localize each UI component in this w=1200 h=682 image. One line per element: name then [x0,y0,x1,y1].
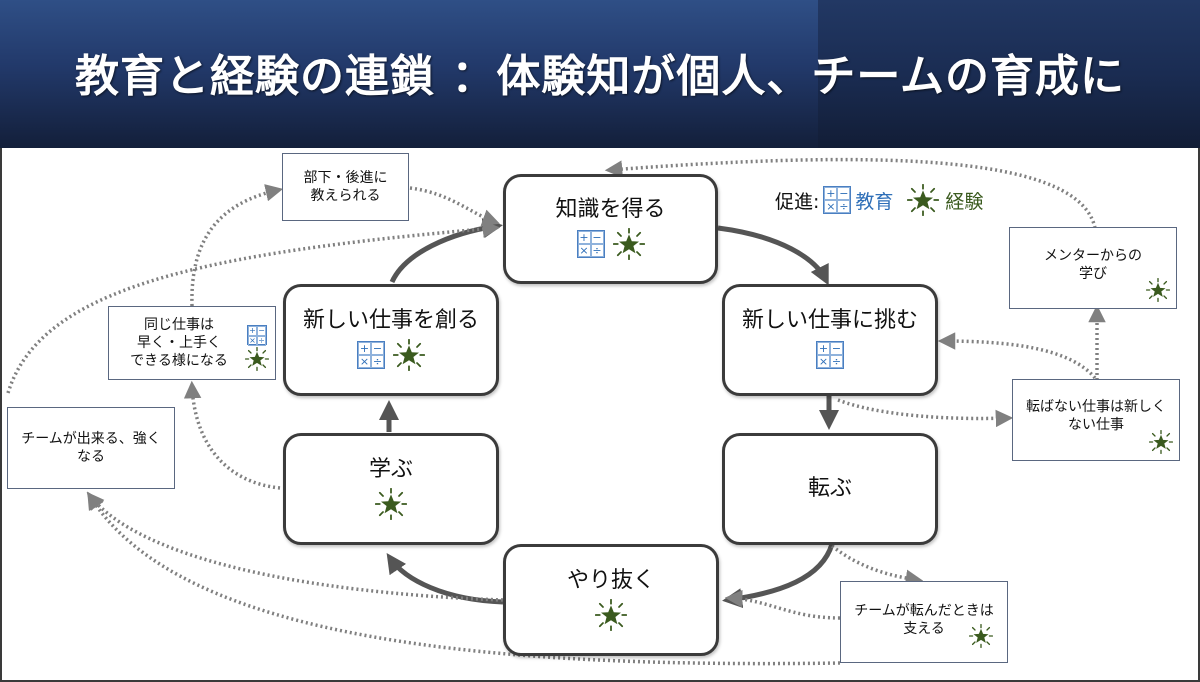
note-icons [1146,278,1170,302]
dotted-arrow-through-to-team [86,491,504,602]
cycle-arrow-knowledge-to-challenge [717,225,829,286]
legend-experience-label: 経験 [945,190,984,213]
calculator-icon: +−×÷ [357,341,385,370]
note-text: メンターからの 学び [1044,247,1142,282]
legend-prefix: 促進: [775,190,820,213]
dotted-arrow-team-to-knowledge [6,220,501,394]
note-icons [969,624,993,648]
slide-title: 教育と経験の連鎖 ：体験知が個人、チームの育成に [75,51,1125,102]
calculator-icon: +−×÷ [816,341,844,370]
cycle-node-see-it-through: やり抜く [503,544,719,656]
note-team-support: チームが転んだときは 支える [840,581,1008,663]
dotted-arrow-learn-to-faster [183,380,281,490]
star-burst-icon [245,347,269,371]
calculator-icon: + − × ÷ [823,186,852,214]
node-label: 転ぶ [807,475,852,501]
dotted-arrow-support-to-team [87,491,841,666]
diagram-canvas: 促進: + − × ÷ 教育 経験 知識を得る +−×÷ 新しい仕事に挑む [0,148,1200,682]
star-burst-icon [969,624,993,648]
times-symbol: × [824,200,838,213]
note-icons: +−×÷ [245,325,269,371]
star-burst-icon [393,339,425,372]
dotted-arrow-nostumble-to-challenge [937,332,1097,380]
note-text: チームが出来る、強く なる [21,430,161,465]
node-label: 学ぶ [368,456,413,482]
note-text: 部下・後進に 教えられる [303,169,388,204]
node-icons: +−×÷ [816,339,844,371]
cycle-node-learn: 学ぶ [283,433,499,545]
cycle-arrow-create-to-knowledge [389,218,503,284]
node-icons [595,599,627,632]
cycle-node-take-on-new-work: 新しい仕事に挑む +−×÷ [722,284,938,396]
node-label: やり抜く [566,567,655,593]
divide-symbol: ÷ [837,200,851,213]
star-burst-icon [907,184,940,216]
note-text: 同じ仕事は 早く・上手く できる様になる [130,316,228,370]
dotted-arrow-mentor-to-knowledge [604,157,1097,229]
node-icons [375,488,407,521]
dotted-arrow-support-to-through [724,589,841,620]
cycle-node-create-new-work: 新しい仕事を創る +−×÷ [283,284,499,396]
node-icons: +−×÷ [357,339,425,372]
node-icons: +−×÷ [576,228,645,261]
connector-layer [6,157,1106,666]
star-burst-icon [1146,278,1170,302]
node-label: 新しい仕事に挑む [741,307,918,333]
star-burst-icon [375,488,407,521]
header-shade [818,0,1200,148]
calculator-icon: +−×÷ [247,325,267,346]
star-burst-icon [1149,430,1173,454]
node-label: 知識を得る [555,196,666,222]
note-icons [1149,430,1173,454]
legend: 促進: + − × ÷ 教育 経験 [775,184,983,216]
minus-symbol: − [837,187,851,200]
dotted-arrow-faster-to-teach [190,184,284,307]
star-burst-icon [612,228,645,261]
note-teach-juniors: 部下・後進に 教えられる [282,153,409,221]
plus-symbol: + [824,187,838,200]
node-label: 新しい仕事を創る [302,307,479,333]
slide-header: 教育と経験の連鎖 ：体験知が個人、チームの育成に [0,0,1200,148]
cycle-node-gain-knowledge: 知識を得る +−×÷ [503,174,718,284]
note-faster-better: 同じ仕事は 早く・上手く できる様になる +−×÷ [108,306,276,380]
note-team-stronger: チームが出来る、強く なる [7,407,175,489]
cycle-arrow-stumble-to-through [722,543,835,609]
note-no-stumble-not-new: 転ばない仕事は新しく ない仕事 [1012,379,1180,461]
dotted-arrow-teach-to-knowledge [409,186,500,227]
legend-education-label: 教育 [855,190,894,213]
dotted-arrow-stumble-to-support [830,544,924,587]
star-burst-icon [595,599,627,632]
dotted-arrow-challenge-to-nostumble [837,398,1014,428]
cycle-node-stumble: 転ぶ [722,433,938,545]
note-learn-from-mentor: メンターからの 学び [1009,227,1177,309]
calculator-icon: +−×÷ [576,230,605,259]
note-text: チームが転んだときは 支える [854,602,994,637]
note-text: 転ばない仕事は新しく ない仕事 [1026,398,1166,433]
cycle-arrow-through-to-learn [386,553,504,605]
